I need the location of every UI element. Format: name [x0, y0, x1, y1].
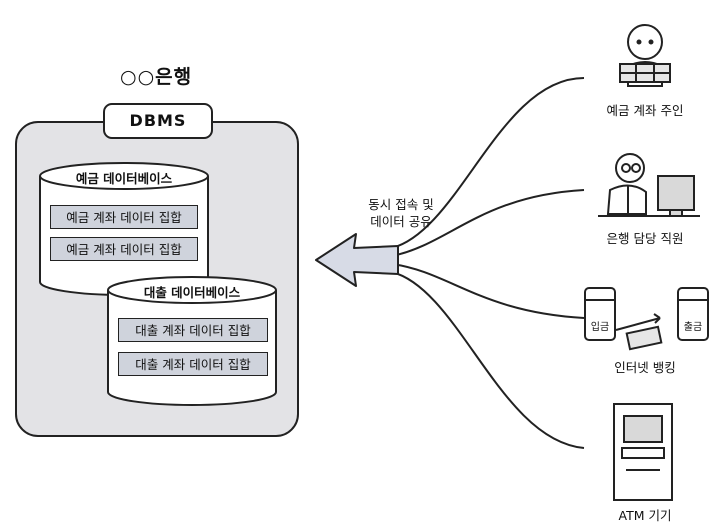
shared-access-arrow — [315, 233, 399, 287]
line-internet-banking — [391, 263, 585, 319]
line-atm — [391, 271, 585, 449]
arrow-caption-line2: 데이터 공유 — [370, 214, 432, 229]
deposit-database-name: 예금 데이터베이스 — [75, 171, 173, 186]
actor-label-bank-clerk: 은행 담당 직원 — [606, 231, 684, 246]
bank-clerk-icon — [598, 153, 700, 217]
arrow-caption-line1: 동시 접속 및 — [368, 197, 434, 212]
deposit-phone-text: 입금 — [590, 322, 610, 333]
dbms-label: DBMS — [129, 111, 187, 130]
smartphone-transfer-icon — [584, 287, 709, 351]
actor-label-internet-banking: 인터넷 뱅킹 — [614, 360, 676, 375]
deposit-record-2: 예금 계좌 데이터 집합 — [50, 237, 198, 261]
actor-label-account-owner: 예금 계좌 주인 — [606, 103, 684, 118]
loan-record-2: 대출 계좌 데이터 집합 — [118, 352, 268, 376]
loan-record-1: 대출 계좌 데이터 집합 — [118, 318, 268, 342]
line-bank-clerk — [391, 189, 585, 257]
connection-lines — [391, 77, 585, 449]
deposit-record-1: 예금 계좌 데이터 집합 — [50, 205, 198, 229]
bank-title: ○○은행 — [120, 66, 193, 88]
actor-label-atm: ATM 기기 — [618, 508, 672, 523]
line-account-owner — [391, 77, 585, 249]
atm-icon — [613, 403, 673, 501]
dbms-box — [103, 103, 213, 139]
loan-database-name: 대출 데이터베이스 — [143, 285, 241, 300]
withdraw-phone-text: 출금 — [683, 322, 703, 333]
account-owner-icon — [619, 24, 671, 87]
arrow-caption: 동시 접속 및 데이터 공유 — [346, 196, 456, 230]
